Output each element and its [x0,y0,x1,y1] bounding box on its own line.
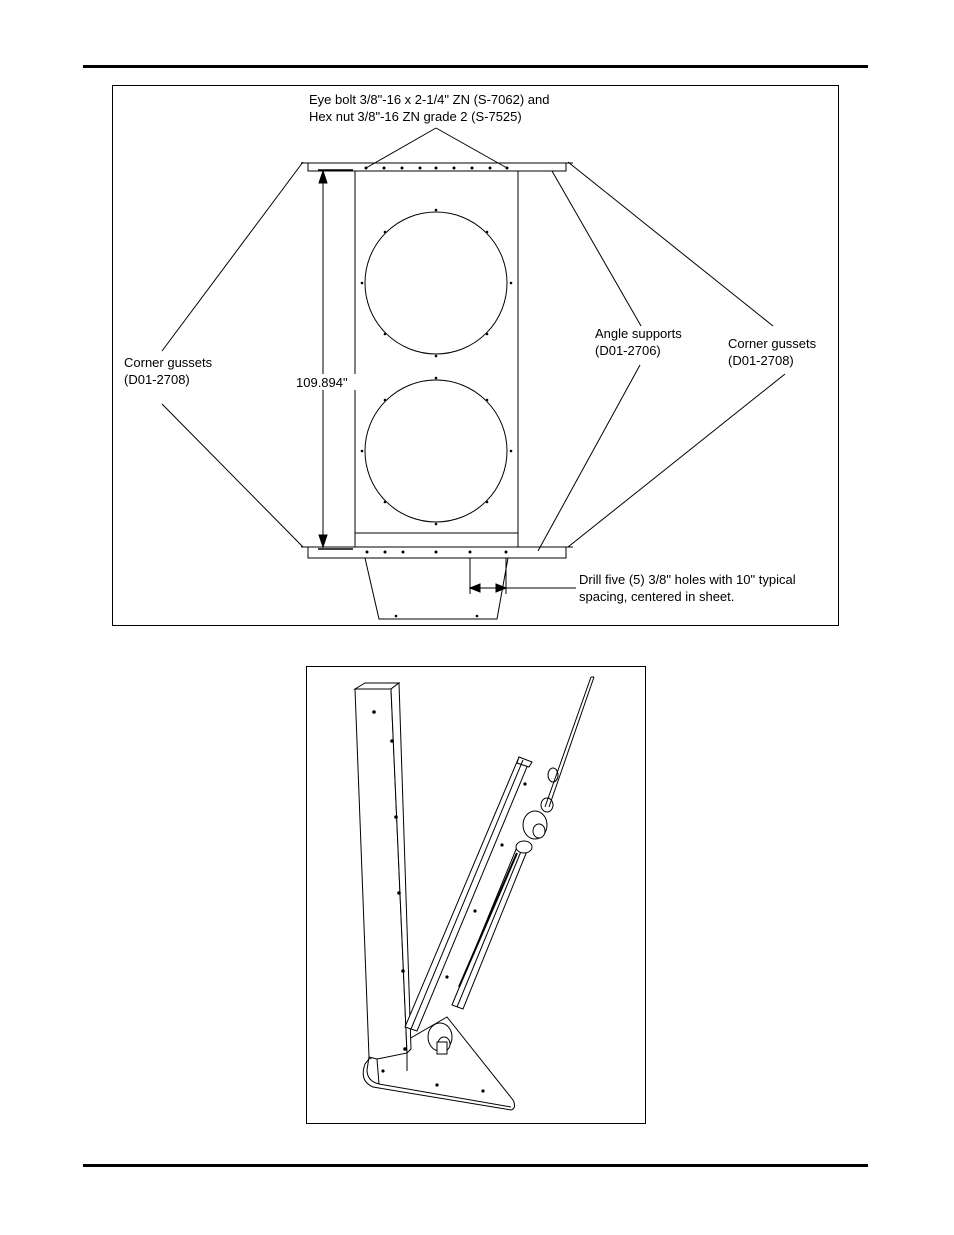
eye-bolt-label-line2: Hex nut 3/8"-16 ZN grade 2 (S-7525) [309,108,522,125]
header-rule [83,65,868,68]
front-view-figure: Eye bolt 3/8"-16 x 2-1/4" ZN (S-7062) an… [112,85,839,626]
isometric-view-figure [306,666,646,1124]
angle-supports-label-line1: Angle supports [595,325,682,342]
height-dimension-label: 109.894" [296,374,348,391]
eye-bolt-label-line1: Eye bolt 3/8"-16 x 2-1/4" ZN (S-7062) an… [309,91,549,108]
footer-rule [83,1164,868,1167]
corner-gussets-left-label-line1: Corner gussets [124,354,212,371]
corner-gussets-left-label-line2: (D01-2708) [124,371,190,388]
isometric-assembly-drawing [307,667,645,1123]
corner-gussets-right-label-line2: (D01-2708) [728,352,794,369]
drill-note-line2: spacing, centered in sheet. [579,588,734,605]
drill-note-line1: Drill five (5) 3/8" holes with 10" typic… [579,571,796,588]
angle-supports-label-line2: (D01-2706) [595,342,661,359]
corner-gussets-right-label-line1: Corner gussets [728,335,816,352]
